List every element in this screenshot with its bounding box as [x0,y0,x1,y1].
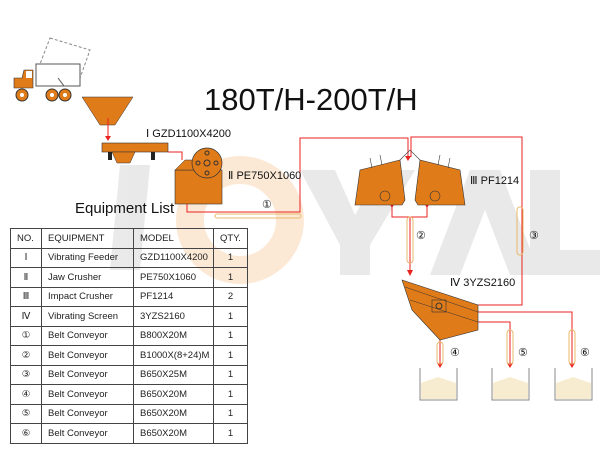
cell-no: ⑥ [10,423,42,444]
hopper-icon [81,96,134,126]
cell-equipment: Belt Conveyor [41,364,134,385]
dump-truck-icon [13,37,91,102]
cell-no: ③ [10,364,42,385]
cell-model: B650X20M [133,403,214,424]
belt-4-label: ④ [450,347,460,359]
cell-model: PE750X1060 [133,267,214,288]
cell-qty: 1 [213,306,248,327]
cell-equipment: Belt Conveyor [41,403,134,424]
table-header-row: NO. EQUIPMENT MODEL QTY. [10,228,248,249]
cell-no: Ⅲ [10,286,42,307]
product-bin-4 [419,368,458,401]
cell-qty: 1 [213,345,248,366]
vibrating-feeder-icon [101,142,169,164]
cell-equipment: Jaw Crusher [41,267,134,288]
cell-equipment: Belt Conveyor [41,345,134,366]
cell-qty: 1 [213,325,248,346]
header-equipment: EQUIPMENT [41,228,134,249]
header-no: NO. [10,228,42,249]
belt-2-label: ② [416,230,426,242]
belt-3-label: ③ [529,230,539,242]
product-bin-6 [554,368,593,401]
cell-no: ⑤ [10,403,42,424]
cell-no: Ⅰ [10,247,42,268]
impact-crusher-label: Ⅲ PF1214 [470,175,520,187]
cell-equipment: Impact Crusher [41,286,134,307]
header-qty: QTY. [213,228,248,249]
belt-5-label: ⑤ [518,347,528,359]
feeder-label: Ⅰ GZD1100X4200 [146,128,231,140]
product-bin-5 [491,368,530,401]
jaw-crusher-label: Ⅱ PE750X1060 [228,170,302,182]
cell-model: PF1214 [133,286,214,307]
product-bins [419,368,593,401]
cell-qty: 1 [213,423,248,444]
equipment-list-title: Equipment List [75,200,175,217]
cell-qty: 1 [213,267,248,288]
cell-no: Ⅳ [10,306,42,327]
cell-model: B650X20M [133,384,214,405]
cell-qty: 1 [213,384,248,405]
cell-model: B800X20M [133,325,214,346]
cell-model: B1000X(8+24)M [133,345,214,366]
jaw-crusher-icon [174,147,223,205]
cell-no: ② [10,345,42,366]
belt-conveyors [214,206,576,365]
cell-qty: 1 [213,364,248,385]
cell-equipment: Belt Conveyor [41,325,134,346]
cell-equipment: Vibrating Screen [41,306,134,327]
screen-label: Ⅳ 3YZS2160 [450,277,516,289]
page-title: 180T/H-200T/H [204,82,418,117]
cell-model: GZD1100X4200 [133,247,214,268]
cell-model: B650X20M [133,423,214,444]
cell-qty: 2 [213,286,248,307]
cell-qty: 1 [213,403,248,424]
cell-no: Ⅱ [10,267,42,288]
cell-no: ① [10,325,42,346]
belt-6-label: ⑥ [580,347,590,359]
cell-model: 3YZS2160 [133,306,214,327]
header-model: MODEL [133,228,214,249]
cell-equipment: Vibrating Feeder [41,247,134,268]
cell-qty: 1 [213,247,248,268]
flow-lines [186,136,573,365]
vibrating-screen-icon [401,279,479,341]
cell-no: ④ [10,384,42,405]
belt-1-label: ① [262,199,272,211]
cell-equipment: Belt Conveyor [41,384,134,405]
impact-crusher-icon [354,149,466,206]
cell-equipment: Belt Conveyor [41,423,134,444]
cell-model: B650X25M [133,364,214,385]
